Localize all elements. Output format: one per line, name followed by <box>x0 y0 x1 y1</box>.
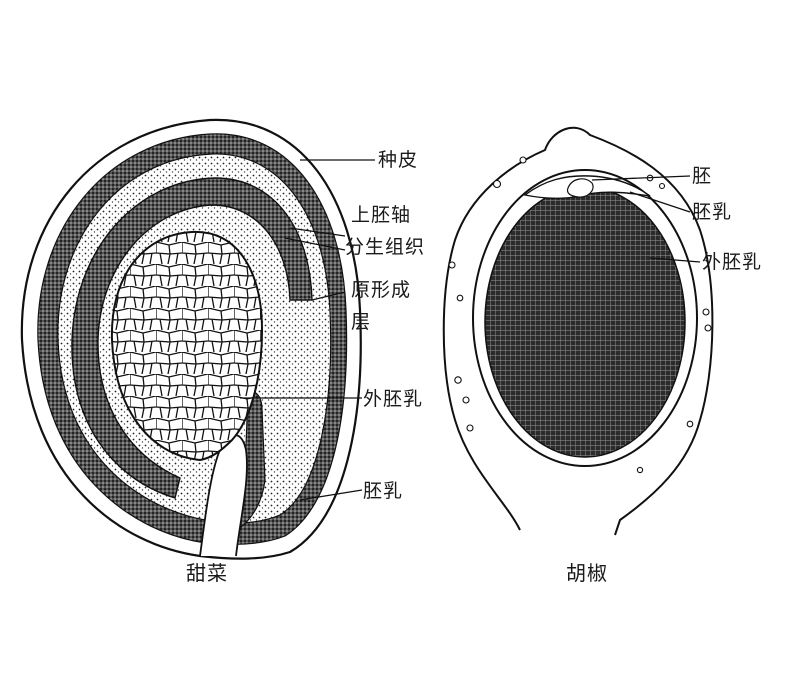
beet-label-procambium-1: 原形成 <box>351 279 412 301</box>
pepper-seed <box>442 126 714 536</box>
beet-caption: 甜菜 <box>186 561 228 585</box>
pepper-leader-lines <box>591 175 701 263</box>
beet-label-perisperm: 外胚乳 <box>363 388 424 410</box>
beet-leader-lines <box>240 159 375 501</box>
pepper-label-embryo: 胚 <box>692 165 713 187</box>
beet-label-procambium-2: 层 <box>351 311 372 333</box>
beet-label-epicotyl: 上胚轴 <box>351 204 412 226</box>
pepper-perisperm <box>484 186 686 458</box>
beet-label-seed-coat: 种皮 <box>378 149 419 171</box>
pepper-label-perisperm: 外胚乳 <box>702 251 763 273</box>
pepper-label-endosperm: 胚乳 <box>692 201 733 223</box>
pepper-caption: 胡椒 <box>566 561 608 585</box>
beet-label-meristem: 分生组织 <box>345 236 426 258</box>
beet-seed <box>20 118 375 560</box>
pepper-wall-dots <box>448 156 712 474</box>
beet-perisperm <box>110 230 264 462</box>
pepper-embryo <box>566 178 594 198</box>
beet-label-endosperm: 胚乳 <box>363 480 404 502</box>
